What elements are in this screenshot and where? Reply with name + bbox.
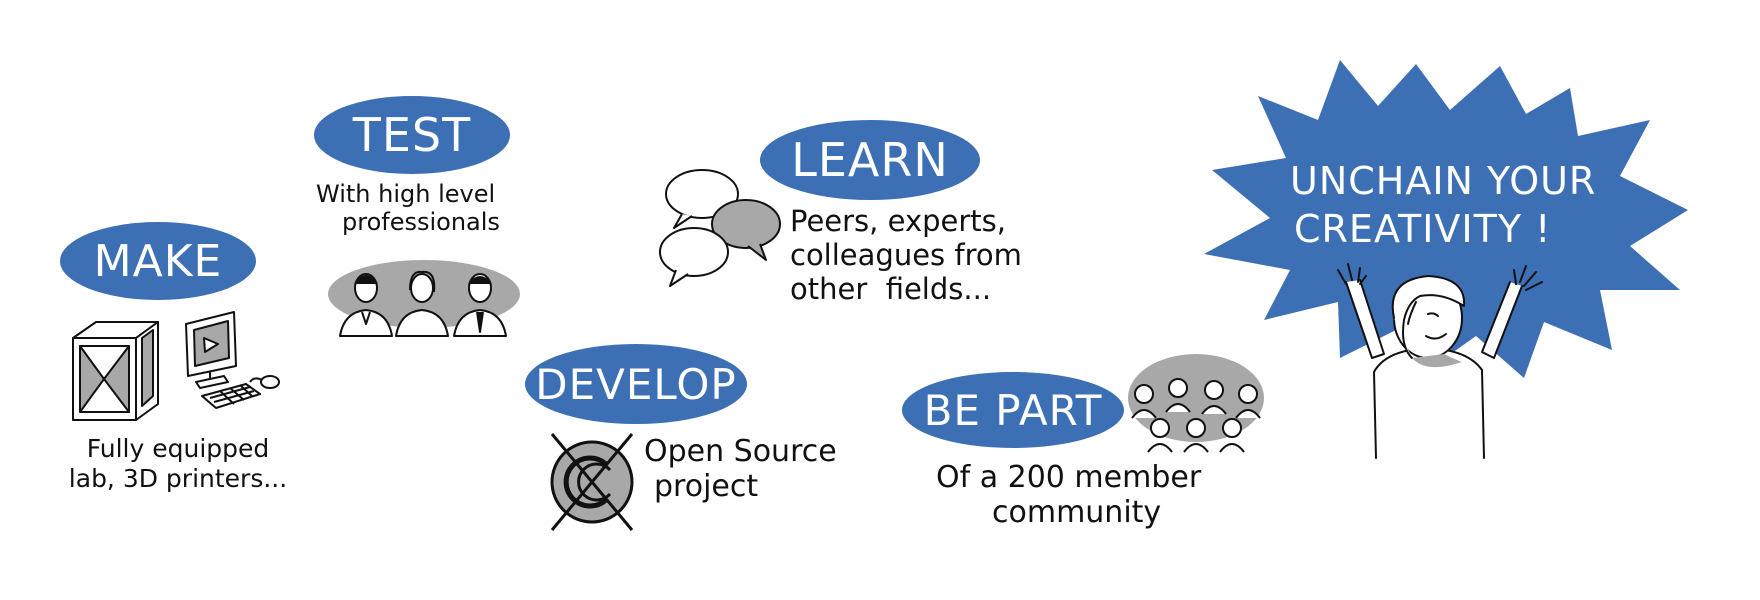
make-caption-line-2: lab, 3D printers... xyxy=(68,463,288,493)
learn-label-blob: LEARN xyxy=(760,120,980,200)
make-caption: Fully equipped lab, 3D printers... xyxy=(58,434,298,493)
starburst-shape xyxy=(1204,60,1688,378)
community-crowd-icon xyxy=(1128,354,1264,453)
be-part-caption-line-1: Of a 200 member xyxy=(936,460,1202,495)
unchain-line-1: UNCHAIN YOUR xyxy=(1290,159,1597,203)
be-part-caption-line-2: community xyxy=(992,495,1162,531)
test-caption: With high level professionals xyxy=(316,180,536,237)
3d-printer-icon xyxy=(72,321,159,421)
learn-caption-line-1: Peers, experts, xyxy=(790,204,1006,238)
unchain-line-2: CREATIVITY ! xyxy=(1294,206,1552,251)
be-part-caption: Of a 200 member community xyxy=(936,460,1236,531)
learn-caption-line-2: colleagues from xyxy=(790,238,1022,273)
learn-label: LEARN xyxy=(791,133,949,187)
be-part-label-blob: BE PART xyxy=(902,372,1124,448)
speech-bubbles-icon xyxy=(659,169,781,287)
crossed-copyright-icon xyxy=(550,433,634,531)
test-caption-line-2: professionals xyxy=(342,208,500,237)
be-part-label: BE PART xyxy=(923,385,1103,435)
make-label: MAKE xyxy=(93,235,223,287)
unchain-headline: UNCHAIN YOUR CREATIVITY ! xyxy=(1290,158,1630,253)
develop-label: DEVELOP xyxy=(535,359,737,409)
develop-caption: Open Source project xyxy=(644,434,864,505)
learn-caption: Peers, experts, colleagues from other fi… xyxy=(790,204,1050,307)
develop-label-blob: DEVELOP xyxy=(525,344,747,424)
make-caption-line-1: Fully equipped xyxy=(86,434,270,463)
test-label: TEST xyxy=(352,108,472,162)
test-label-blob: TEST xyxy=(314,96,510,174)
learn-caption-line-3: other fields... xyxy=(790,272,992,307)
test-caption-line-1: With high level xyxy=(316,180,496,208)
develop-caption-line-1: Open Source xyxy=(644,434,837,469)
make-label-blob: MAKE xyxy=(60,222,256,300)
cheering-person-icon xyxy=(1337,263,1543,459)
develop-caption-line-2: project xyxy=(654,469,759,505)
professionals-group-icon xyxy=(328,260,520,337)
computer-icon xyxy=(185,311,280,409)
